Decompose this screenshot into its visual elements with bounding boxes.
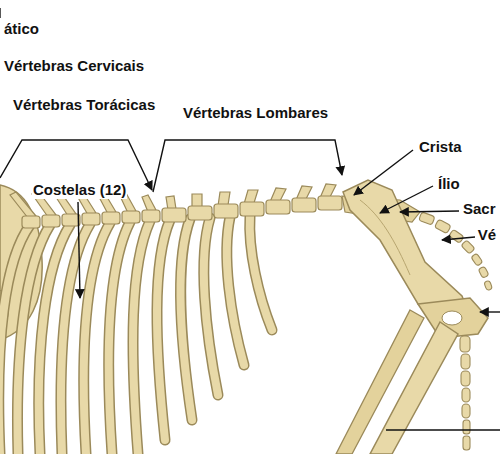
part-label: Sacr	[462, 200, 497, 218]
part-label: Vértebras Lombares	[182, 104, 329, 122]
part-label: Vértebras Torácicas	[12, 96, 156, 114]
part-label: Vértebras Cervicais	[3, 57, 145, 75]
part-label: Crista	[418, 138, 463, 156]
part-label: Vé	[477, 226, 497, 244]
part-label: ático	[3, 20, 40, 38]
part-label: Ílio	[437, 175, 461, 193]
part-label: Costelas (12)	[32, 181, 127, 199]
